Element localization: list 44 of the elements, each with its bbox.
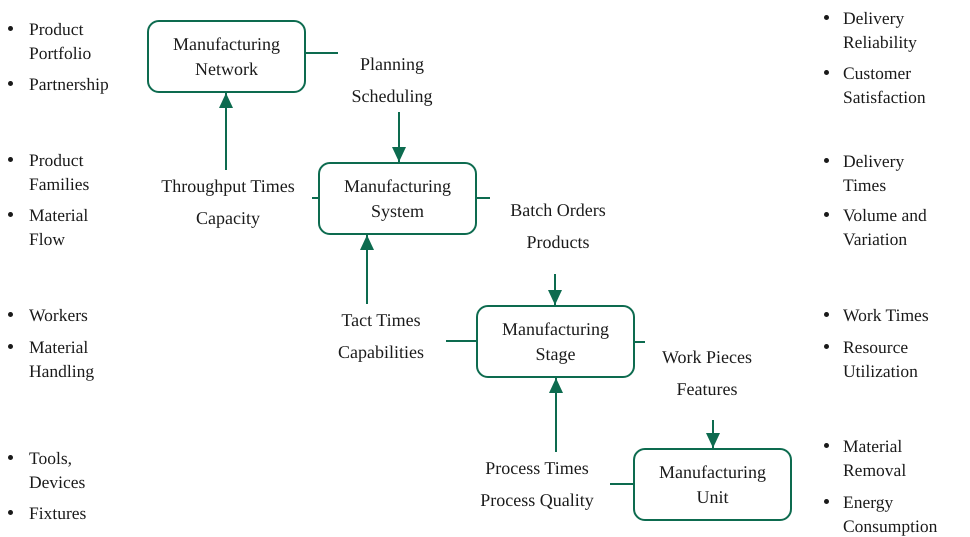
- flow-label: Capabilities: [338, 341, 424, 364]
- bullet-text: Delivery Reliability: [843, 7, 918, 54]
- bullet-text: Partnership: [29, 73, 109, 96]
- connector-line: [635, 341, 645, 343]
- bullet-text: Tools, Devices: [29, 447, 86, 494]
- flow-label: Planning: [360, 53, 424, 76]
- bullet-text: Workers: [29, 304, 89, 327]
- flow-label: Tact Times: [341, 309, 421, 332]
- arrow: [219, 93, 233, 170]
- bullet-text: Work Times: [843, 304, 930, 327]
- bullet-text: Material Removal: [843, 435, 908, 482]
- bullet-text: Material Flow: [29, 204, 90, 251]
- bullet-text: Volume and Variation: [843, 204, 928, 251]
- flow-label: Features: [676, 378, 738, 401]
- arrow: [548, 274, 562, 305]
- bullet-text: Energy Consumption: [843, 491, 938, 537]
- flow-label: Process Times: [485, 457, 589, 480]
- flow-label: Scheduling: [352, 85, 432, 108]
- connector-line: [446, 340, 476, 342]
- arrow: [360, 235, 374, 304]
- arrow: [392, 112, 406, 162]
- bullet-text: Resource Utilization: [843, 336, 919, 383]
- connector-line: [306, 52, 338, 54]
- arrow: [549, 378, 563, 452]
- arrow: [706, 420, 720, 448]
- bullet-text: Product Portfolio: [29, 18, 92, 65]
- flow-label: Batch Orders: [510, 199, 606, 222]
- bullet-text: Material Handling: [29, 336, 96, 383]
- process-box: Manufacturing Network: [147, 20, 306, 93]
- connector-line: [312, 197, 318, 199]
- bullet-text: Customer Satisfaction: [843, 62, 927, 109]
- bullet-text: Fixtures: [29, 502, 88, 525]
- bullet-text: Product Families: [29, 149, 90, 196]
- connector-line: [610, 483, 633, 485]
- process-box: Manufacturing System: [318, 162, 477, 235]
- process-box: Manufacturing Stage: [476, 305, 635, 378]
- flow-label: Products: [526, 231, 590, 254]
- flow-label: Process Quality: [480, 489, 594, 512]
- flow-label: Work Pieces: [662, 346, 752, 369]
- connector-line: [477, 197, 490, 199]
- bullet-text: Delivery Times: [843, 150, 906, 197]
- process-box: Manufacturing Unit: [633, 448, 792, 521]
- flow-label: Throughput Times: [161, 175, 295, 198]
- flow-label: Capacity: [196, 207, 260, 230]
